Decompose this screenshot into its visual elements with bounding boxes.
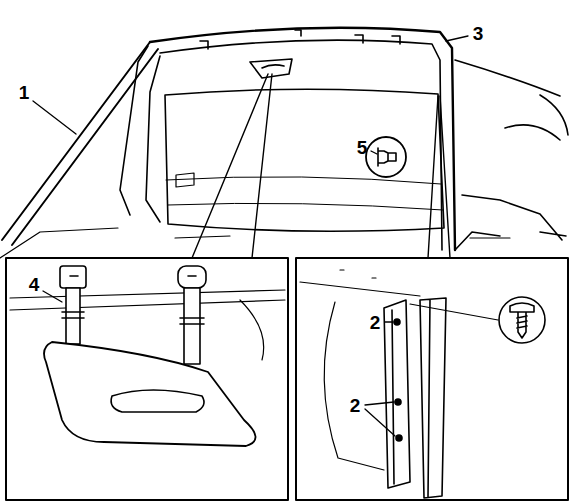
screw	[510, 303, 534, 338]
latch	[176, 173, 194, 187]
clip	[200, 30, 400, 49]
leader-line	[33, 101, 76, 134]
detail-leader	[192, 74, 272, 258]
grab-handle	[250, 59, 292, 78]
detail-circle	[366, 137, 406, 177]
leader-line	[365, 402, 395, 436]
screw	[396, 435, 402, 441]
seal-strip	[420, 298, 446, 498]
screw	[394, 319, 400, 325]
headliner-trim	[160, 40, 442, 250]
leader-line	[446, 36, 468, 41]
leader-line	[385, 321, 393, 322]
leader-line	[371, 151, 377, 154]
headliner	[10, 290, 285, 310]
opening-frame	[150, 28, 455, 250]
headliner	[300, 270, 420, 296]
callout-number: 4	[27, 274, 42, 295]
detail-circle	[499, 297, 545, 343]
callout-number: 2	[348, 395, 363, 416]
callout-number: 5	[355, 137, 370, 158]
callout-number: 1	[17, 82, 32, 103]
pillar-trim	[384, 300, 410, 488]
body-panel	[240, 300, 264, 360]
body-panel	[455, 60, 568, 250]
handle-grip	[111, 390, 204, 412]
clip-fastener	[378, 148, 396, 166]
rear-window	[165, 89, 444, 231]
detail-leader	[428, 96, 450, 258]
inset-frame	[296, 258, 568, 500]
screw	[395, 399, 401, 405]
leader-line	[43, 291, 62, 302]
body-panel	[324, 302, 384, 470]
inset-frame	[6, 258, 288, 500]
handle-hinge	[60, 266, 86, 344]
cargo-line	[166, 177, 443, 210]
callout-number: 3	[471, 23, 486, 44]
detail-leader	[410, 304, 498, 320]
callout-number: 2	[368, 312, 383, 333]
handle-hinge	[178, 266, 206, 364]
grab-handle	[44, 342, 256, 446]
pillar	[120, 46, 160, 222]
